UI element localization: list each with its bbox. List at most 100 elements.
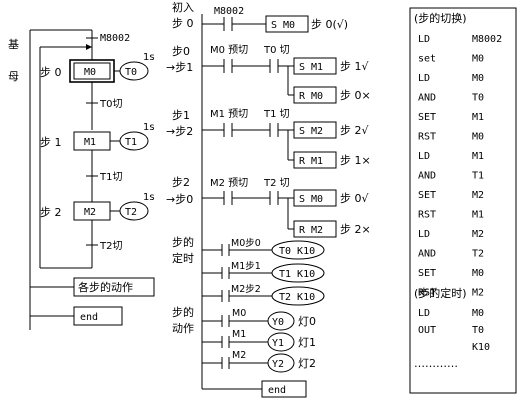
timer-rung-0: M0步0 T0 K10 xyxy=(202,238,325,260)
program-row-arg-13: M2 xyxy=(472,288,484,299)
rung0-arrow: →步1 xyxy=(166,61,193,74)
rung0-contact-b: T0 切 xyxy=(263,44,290,56)
output1-contact: M1 xyxy=(232,329,246,340)
actions-box xyxy=(73,277,155,297)
rung2-arrow: →步0 xyxy=(166,193,193,206)
output2-coil-label: Y2 xyxy=(272,359,284,370)
rung1-set-coil-label: S M2 xyxy=(299,126,323,137)
output2-note: 灯2 xyxy=(298,357,316,370)
timer1-contact: M1步1 xyxy=(231,261,261,272)
rung1-contact-a: M1 预切 xyxy=(210,108,248,120)
timer2-contact: M2步2 xyxy=(231,284,261,295)
ladder-end-box xyxy=(261,380,307,398)
program-ellipsis: ………… xyxy=(414,357,458,370)
timer-rung-2: M2步2 T2 K10 xyxy=(202,284,325,306)
program-timer-row-op-0: LD xyxy=(418,308,430,319)
rung2-step: 步2 xyxy=(172,176,190,189)
timing-label-1: 步的 xyxy=(172,235,194,249)
output1-coil-label: Y1 xyxy=(272,338,284,349)
program-row-op-8: SET xyxy=(418,190,436,201)
output0-coil xyxy=(267,311,295,331)
timer1-coil-label: T1 K10 xyxy=(279,269,315,280)
program-row-op-2: LD xyxy=(418,73,430,84)
program-row-arg-12: M0 xyxy=(472,268,484,279)
program-row-arg-6: M1 xyxy=(472,151,484,162)
output1-coil xyxy=(267,332,295,352)
step0-timer-label: T0 xyxy=(125,67,137,78)
sfc-end-label: end xyxy=(80,312,98,323)
output-rung-0: M0 Y0 灯0 xyxy=(202,308,316,331)
action-label-1: 步的 xyxy=(172,305,194,319)
step1-label: 步 1 xyxy=(40,136,62,149)
program-row-op-7: AND xyxy=(418,171,436,182)
rung1-contact-b: T1 切 xyxy=(263,108,290,120)
program-row-op-1: set xyxy=(418,54,436,65)
sfc-end-box xyxy=(73,306,123,326)
program-row-op-5: RST xyxy=(418,132,436,143)
ladder-init-coil xyxy=(265,15,309,33)
step0-box-inner xyxy=(73,62,111,80)
timer1-coil xyxy=(271,263,325,283)
step1-timer xyxy=(119,131,149,151)
program-row-op-13: RST xyxy=(418,288,436,299)
program-row-op-9: RST xyxy=(418,210,436,221)
program-timer-row-arg-1: T0 xyxy=(472,325,484,336)
rung2-set-note: 步 0√ xyxy=(340,192,369,205)
program-row-arg-3: T0 xyxy=(472,93,484,104)
program-row-op-11: AND xyxy=(418,249,436,260)
ladder-panel: 初入 步 0 M8002 S M0 步 0(√) 步0 →步1 M0 预切 T0… xyxy=(166,0,371,398)
ladder-init-step: 步 0 xyxy=(172,17,194,30)
output0-contact: M0 xyxy=(232,308,246,319)
rung0-step: 步0 xyxy=(172,45,190,58)
actions-label: 各步的动作 xyxy=(78,280,133,294)
rung2-reset-coil-label: R M2 xyxy=(299,225,323,236)
timer2-coil xyxy=(271,286,325,306)
program-row-arg-4: M1 xyxy=(472,112,484,123)
rung1-reset-coil-label: R M1 xyxy=(299,156,323,167)
program-row-op-3: AND xyxy=(418,93,436,104)
rung0-set-coil xyxy=(293,57,337,75)
program-row-arg-11: T2 xyxy=(472,249,484,260)
loop-arrow xyxy=(86,44,92,50)
rung2-reset-coil xyxy=(293,220,337,238)
action-label-2: 动作 xyxy=(172,322,194,335)
rung0-contact-a: M0 预切 xyxy=(210,44,248,56)
rung0-set-note: 步 1√ xyxy=(340,60,369,73)
rung1-set-coil xyxy=(293,121,337,139)
step2-time: 1s xyxy=(143,192,155,203)
timer0-coil xyxy=(271,240,325,260)
step1-time: 1s xyxy=(143,122,155,133)
rung0-reset-note: 步 0× xyxy=(340,89,371,102)
rung1-set-note: 步 2√ xyxy=(340,124,369,137)
transition-2: T2切 xyxy=(99,240,122,252)
sfc-panel: 基 母 M8002 步 0 M0 T0 1s T0切 步 1 M1 T1 1s xyxy=(8,29,155,330)
output2-coil xyxy=(267,353,295,373)
rung2-contact-b: T2 切 xyxy=(263,177,290,189)
step0-timer xyxy=(119,61,149,81)
rung0-reset-coil xyxy=(293,86,337,104)
program-row-arg-9: M1 xyxy=(472,210,484,221)
program-title-1: (步的切换) xyxy=(414,11,467,25)
step1-relay: M1 xyxy=(84,137,96,148)
program-row-arg-0: M8002 xyxy=(472,34,502,45)
step2-relay: M2 xyxy=(84,207,96,218)
rung1-reset-note: 步 1× xyxy=(340,154,371,167)
timer0-contact: M0步0 xyxy=(231,238,261,249)
step2-label: 步 2 xyxy=(40,206,62,219)
rung0-reset-coil-label: R M0 xyxy=(299,91,323,102)
step0-time: 1s xyxy=(143,52,155,63)
rung1-step: 步1 xyxy=(172,109,190,122)
output1-note: 灯1 xyxy=(298,336,316,349)
ladder-end-label: end xyxy=(268,385,286,396)
program-row-arg-10: M2 xyxy=(472,229,484,240)
step2-timer xyxy=(119,201,149,221)
program-timer-row-arg-0: M0 xyxy=(472,308,484,319)
program-row-op-12: SET xyxy=(418,268,436,279)
program-row-arg-2: M0 xyxy=(472,73,484,84)
program-title-2: (步的定时) xyxy=(414,286,467,300)
timing-label-2: 定时 xyxy=(172,251,194,265)
